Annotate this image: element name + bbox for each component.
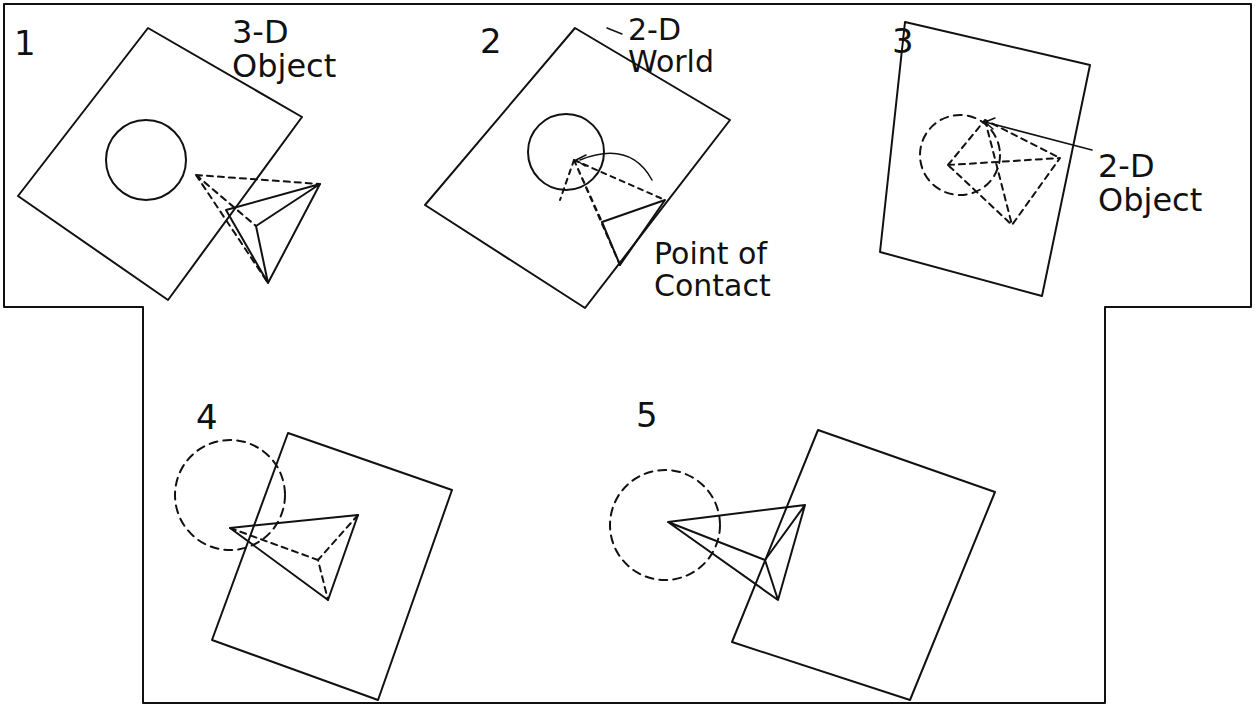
panel-number: 4 (196, 400, 236, 436)
panel-number: 5 (636, 398, 676, 434)
panel-five (610, 430, 995, 700)
panel-number: 3 (892, 24, 932, 60)
panel-number: 1 (14, 26, 54, 62)
object-label: 2-D Object (1098, 150, 1238, 217)
panel-four (175, 433, 452, 700)
callout-label: Point of Contact (654, 238, 794, 301)
panel-three (880, 22, 1092, 296)
object-label: 3-D Object (232, 16, 352, 83)
world-label: 2-D World (628, 14, 738, 77)
panel-number: 2 (480, 24, 520, 60)
frame (4, 4, 1251, 703)
